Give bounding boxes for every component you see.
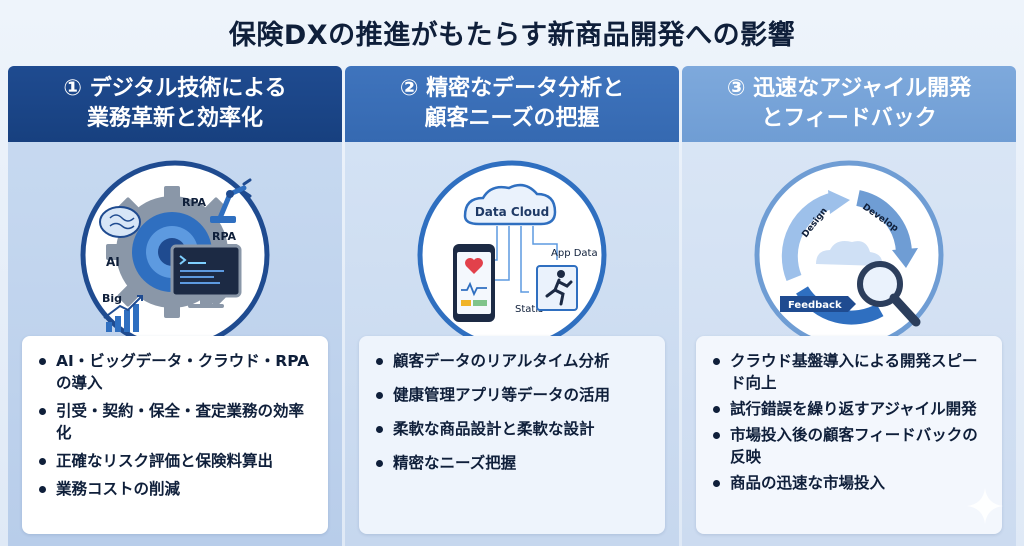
running-person-icon bbox=[536, 265, 578, 311]
list-item: 正確なリスク評価と保険料算出 bbox=[36, 450, 314, 472]
page-title: 保険DXの推進がもたらす新商品開発への影響 bbox=[228, 19, 796, 51]
digital-tech-illustration: AI RPA RPA Big bbox=[80, 160, 270, 350]
list-item: 健康管理アプリ等データの活用 bbox=[373, 384, 651, 406]
column-digital-tech: ① デジタル技術による 業務革新と効率化 AI bbox=[8, 66, 342, 546]
rpa-top-label: RPA bbox=[182, 196, 207, 209]
header-line-1: ③ 迅速なアジャイル開発 bbox=[726, 76, 972, 101]
statis-label: Statis bbox=[515, 304, 543, 315]
list-item: 市場投入後の顧客フィードバックの反映 bbox=[710, 424, 988, 468]
list-item: クラウド基盤導入による開発スピード向上 bbox=[710, 350, 988, 394]
header-line-1: ① デジタル技術による bbox=[63, 76, 287, 101]
brain-icon bbox=[99, 206, 141, 238]
list-item: 商品の迅速な市場投入 bbox=[710, 472, 988, 494]
feedback-label: Feedback bbox=[788, 300, 842, 311]
smartphone-icon bbox=[453, 244, 495, 322]
cloud-icon bbox=[463, 183, 557, 226]
column-agile: ③ 迅速なアジャイル開発 とフィードバック Design Develop Fee… bbox=[682, 66, 1016, 546]
list-item: 引受・契約・保全・査定業務の効率化 bbox=[36, 400, 314, 444]
robot-arm-icon bbox=[210, 178, 252, 223]
column-header: ① デジタル技術による 業務革新と効率化 bbox=[8, 66, 342, 142]
list-item: 精密なニーズ把握 bbox=[373, 452, 651, 474]
list-item: 業務コストの削減 bbox=[36, 478, 314, 500]
data-cloud-label: Data Cloud bbox=[475, 205, 549, 219]
list-item: 顧客データのリアルタイム分析 bbox=[373, 350, 651, 372]
sparkle-icon bbox=[967, 488, 1003, 524]
list-item: 柔軟な商品設計と柔軟な設計 bbox=[373, 418, 651, 440]
monitor-icon bbox=[170, 244, 242, 308]
magnifier-icon bbox=[857, 261, 921, 327]
ai-label: AI bbox=[106, 255, 120, 269]
cloud-icon bbox=[816, 241, 883, 266]
bar-chart-icon bbox=[103, 295, 143, 332]
column-data-analysis: ② 精密なデータ分析と 顧客ニーズの把握 Data Cloud App Data… bbox=[345, 66, 679, 546]
column-header: ② 精密なデータ分析と 顧客ニーズの把握 bbox=[345, 66, 679, 142]
cycle-arrows-icon bbox=[781, 190, 918, 325]
list-item: 試行錯誤を繰り返すアジャイル開発 bbox=[710, 398, 988, 420]
header-line-2: 業務革新と効率化 bbox=[86, 106, 263, 131]
column-header: ③ 迅速なアジャイル開発 とフィードバック bbox=[682, 66, 1016, 142]
list-item: AI・ビッグデータ・クラウド・RPAの導入 bbox=[36, 350, 314, 394]
rpa-side-label: RPA bbox=[212, 230, 237, 243]
data-analysis-illustration: Data Cloud App Data Statis bbox=[417, 160, 607, 350]
agile-illustration: Design Develop Feedback bbox=[754, 160, 944, 350]
bullet-card: 顧客データのリアルタイム分析 健康管理アプリ等データの活用 柔軟な商品設計と柔軟… bbox=[359, 336, 665, 534]
big-label: Big bbox=[102, 292, 122, 305]
feedback-banner bbox=[780, 296, 856, 312]
bullet-card: クラウド基盤導入による開発スピード向上 試行錯誤を繰り返すアジャイル開発 市場投… bbox=[696, 336, 1002, 534]
app-data-label: App Data bbox=[551, 248, 598, 259]
header-line-2: 顧客ニーズの把握 bbox=[424, 106, 600, 131]
header-line-2: とフィードバック bbox=[761, 106, 937, 131]
bullet-card: AI・ビッグデータ・クラウド・RPAの導入 引受・契約・保全・査定業務の効率化 … bbox=[22, 336, 328, 534]
header-line-1: ② 精密なデータ分析と bbox=[399, 76, 625, 101]
